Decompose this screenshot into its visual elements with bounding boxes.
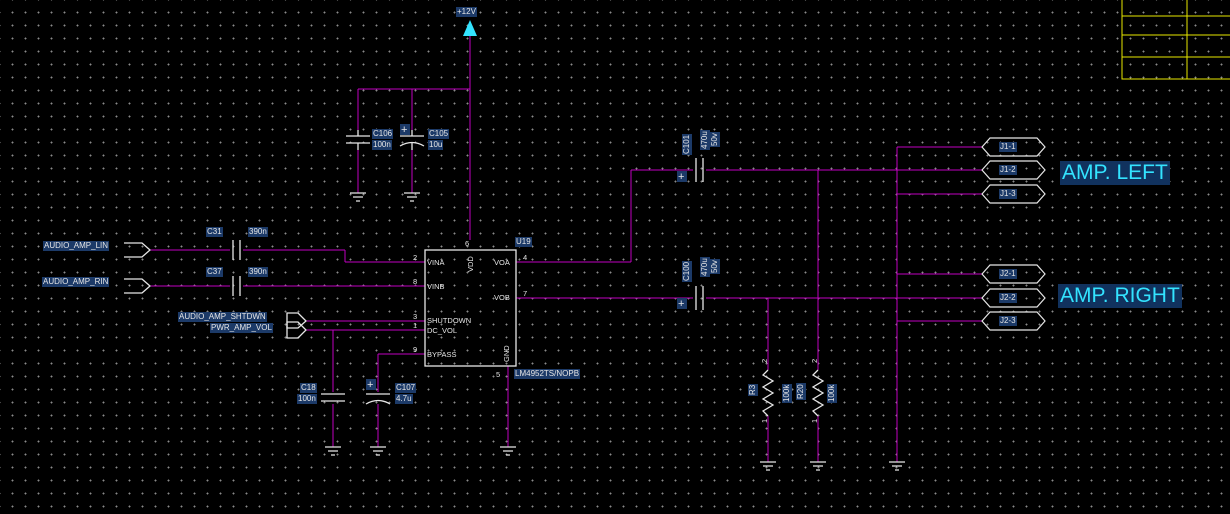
c31-value: 390n (248, 227, 268, 237)
ic-pin-vdd: VDD (466, 256, 475, 272)
c105-value: 10u (428, 140, 444, 150)
ic-pin-number-7: 7 (523, 289, 528, 298)
ic-pin-vinb: VINB (427, 282, 445, 291)
r20-pin-bottom: 1 (810, 418, 819, 423)
ic-pin-gnd: GND (502, 345, 511, 362)
ic-pin-number-3: 3 (413, 312, 418, 321)
ic-pin-shutdown: SHUTDOWN (427, 316, 472, 325)
ic-pin-dc-vol: DC_VOL (427, 326, 458, 335)
svg-text:+: + (401, 124, 407, 136)
connector-j2-2: J2-2 (999, 293, 1017, 303)
r3-ref: R3 (748, 383, 758, 396)
ic-pin-number-6: 6 (465, 239, 470, 248)
c101-value: 470u (700, 130, 710, 150)
title-block (1121, 0, 1230, 80)
connector-j1-1: J1-1 (999, 142, 1017, 152)
c100-ref: C100 (682, 260, 692, 282)
components (124, 130, 905, 471)
ic-pin-number-2: 2 (413, 253, 418, 262)
ic-pin-number-8: 8 (413, 277, 418, 286)
ic-pin-bypass: BYPASS (427, 350, 457, 359)
ic-pin-number-5: 5 (496, 370, 501, 379)
r3-pin-bottom: 1 (760, 418, 769, 423)
r3-pin-top: 2 (760, 358, 769, 363)
svg-text:+: + (678, 298, 684, 310)
ic-pin-vob: VOB (494, 293, 510, 302)
c100-value: 470u (700, 257, 710, 277)
net-audio-amp-shtdwn: AUDIO_AMP_SHTDWN (178, 312, 267, 322)
c107-value: 4.7u (395, 394, 413, 404)
c18-value: 100n (297, 394, 317, 404)
ic-pin-number-1: 1 (413, 321, 418, 330)
c106-value: 100n (372, 140, 392, 150)
r20-ref: R20 (796, 383, 806, 400)
net-audio-amp-rin: AUDIO_AMP_RIN (42, 277, 110, 287)
ic-pin-voa: VOA (494, 258, 510, 267)
wires (150, 36, 982, 462)
amp-right-label: AMP. RIGHT (1058, 284, 1182, 308)
ic-ref: U19 (515, 237, 532, 247)
power-label: +12V (456, 7, 477, 17)
svg-text:+: + (367, 379, 373, 391)
c31-ref: C31 (206, 227, 223, 237)
connector-shapes (981, 137, 1046, 331)
c107-ref: C107 (395, 383, 417, 393)
ic-part-number: LM4952TS/NOPB (514, 369, 581, 379)
net-audio-amp-lin: AUDIO_AMP_LIN (43, 241, 110, 251)
c105-ref: C105 (428, 129, 450, 139)
r20-value: 100k (827, 383, 837, 403)
amp-left-label: AMP. LEFT (1060, 161, 1170, 185)
net-pwr-amp-vol: PWR_AMP_VOL (210, 323, 273, 333)
ic-pin-number-9: 9 (413, 345, 418, 354)
r20-pin-top: 2 (810, 358, 819, 363)
c101-voltage: 50v (710, 132, 720, 147)
ic-pin-vina: VINA (427, 258, 445, 267)
c106-ref: C106 (372, 129, 394, 139)
connector-j1-2: J1-2 (999, 165, 1017, 175)
polarity-markers: + + + + (366, 124, 687, 391)
c18-ref: C18 (300, 383, 317, 393)
svg-text:+: + (678, 171, 684, 183)
c37-ref: C37 (206, 267, 223, 277)
r3-value: 100k (782, 383, 792, 403)
c37-value: 390n (248, 267, 268, 277)
c101-ref: C101 (682, 133, 692, 155)
power-arrow-icon (463, 20, 477, 36)
ic-pin-number-4: 4 (523, 253, 528, 262)
connector-j2-1: J2-1 (999, 269, 1017, 279)
connector-j1-3: J1-3 (999, 189, 1017, 199)
connector-j2-3: J2-3 (999, 316, 1017, 326)
c100-voltage: 50v (710, 259, 720, 274)
